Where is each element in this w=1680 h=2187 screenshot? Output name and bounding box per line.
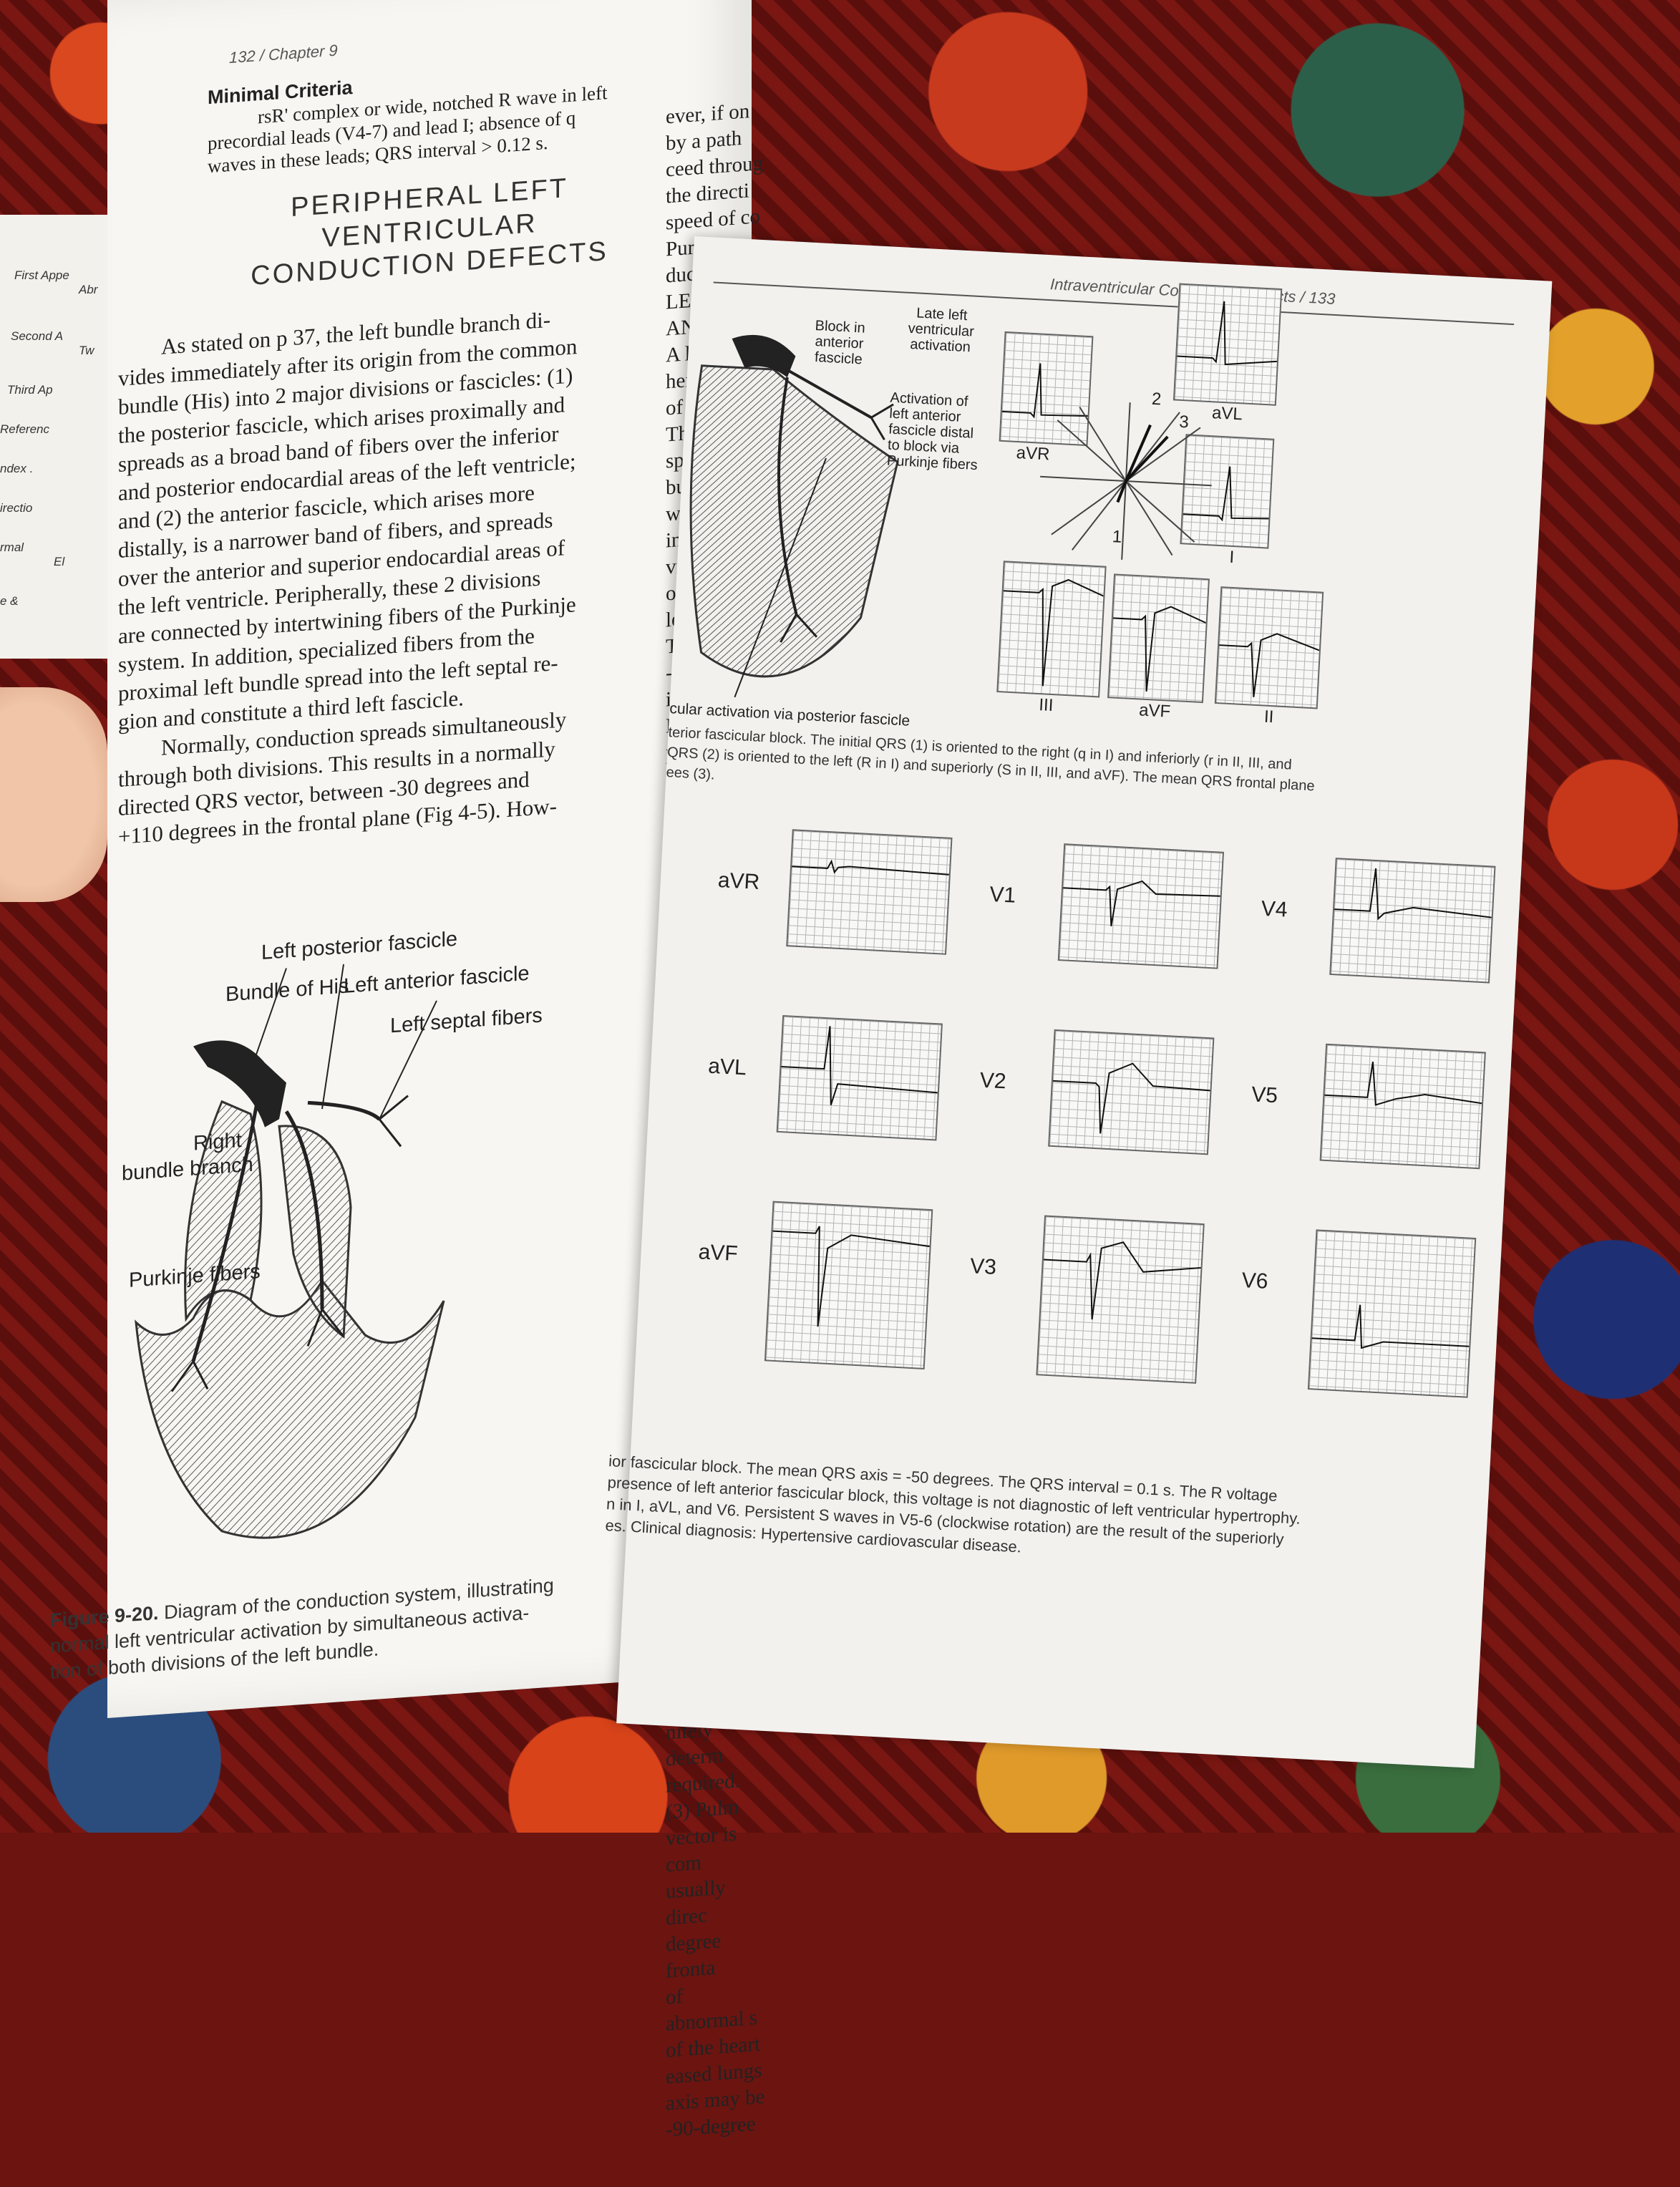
label-late-activation: Late left ventricular activation — [908, 305, 975, 356]
ecg-strip — [996, 561, 1107, 698]
right-page: Intraventricular Conduction Defects / 13… — [605, 236, 1553, 1768]
column2-fragment: vector is com — [666, 1822, 737, 1877]
label-block-anterior-fascicle: Block in anterior fascicle — [814, 318, 866, 368]
ecg-strip — [1180, 434, 1275, 549]
axis-number: 2 — [1151, 389, 1162, 409]
figure-caption-bottom: ior fascicular block. The mean QRS axis … — [605, 1450, 1453, 1581]
label-activation-purkinje: Activation of left anterior fascicle dis… — [886, 389, 979, 474]
ecg-strip — [1107, 573, 1210, 704]
column2-fragment: usually direc — [666, 1876, 726, 1930]
lead-label: V5 — [1251, 1082, 1278, 1108]
lead-label: V6 — [1240, 1269, 1269, 1294]
lead-label: aVL — [707, 1054, 747, 1080]
previous-page-edge: First Appe Abr Second A Tw Third Ap Refe… — [0, 215, 115, 659]
back-entry: e & — [0, 594, 19, 608]
lead-label: V3 — [969, 1254, 997, 1280]
ecg-strip-v5 — [1319, 1043, 1486, 1170]
label-right-bundle: Right — [193, 1128, 242, 1155]
ecg-strip — [1214, 586, 1324, 709]
axis-number: 1 — [1112, 527, 1122, 547]
back-entry: rmal — [0, 540, 24, 554]
minimal-criteria: Minimal Criteria rsR' complex or wide, n… — [208, 58, 608, 178]
lead-label: II — [1263, 707, 1275, 727]
ecg-strip-v3 — [1036, 1215, 1205, 1384]
axis-diagram — [1040, 402, 1212, 560]
ecg-strip — [999, 331, 1094, 447]
ecg-strip-v1 — [1057, 843, 1225, 969]
lead-label: V4 — [1261, 896, 1288, 922]
lead-label: aVF — [1138, 700, 1171, 722]
ecg-strip — [1172, 283, 1283, 406]
lead-label: III — [1038, 695, 1054, 716]
running-head: 132 / Chapter 9 — [229, 41, 338, 67]
back-entry: First Appe — [14, 268, 69, 282]
ecg-strip-v6 — [1307, 1229, 1477, 1398]
back-entry: ndex . — [0, 462, 34, 475]
ecg-strip-v2 — [1048, 1029, 1215, 1155]
ecg-strip-v4 — [1329, 858, 1496, 984]
lead-label: V2 — [979, 1068, 1007, 1094]
figure-caption: Figure 9-20. Diagram of the conduction s… — [50, 1569, 594, 1684]
back-entry: Second A — [11, 329, 64, 343]
conduction-system-diagram — [135, 964, 445, 1539]
lead-label: V1 — [989, 882, 1016, 908]
back-entry: Abr — [79, 283, 98, 296]
left-page: 132 / Chapter 9 Minimal Criteria rsR' co… — [50, 0, 766, 2141]
ecg-strip-avf — [764, 1201, 933, 1370]
thumb — [0, 687, 107, 902]
axis-number: 3 — [1178, 412, 1190, 432]
lead-label: aVF — [697, 1240, 739, 1266]
lead-label: I — [1228, 547, 1235, 568]
figure-caption-top: terior fascicular block. The initial QRS… — [666, 722, 1491, 825]
ecg-strip-avl — [776, 1014, 943, 1141]
back-entry: El — [54, 555, 65, 568]
body-text: As stated on p 37, the left bundle branc… — [118, 298, 662, 851]
back-entry: Referenc — [0, 422, 49, 436]
ecg-strip-avr — [786, 829, 953, 955]
back-entry: Tw — [79, 344, 94, 357]
back-entry: irectio — [0, 501, 33, 515]
back-entry: Third Ap — [7, 383, 53, 397]
column2-fragment: of abnormal s — [666, 1984, 758, 2036]
fascicular-block-diagram — [689, 334, 899, 698]
column2-fragment: degree fronta — [666, 1929, 722, 1983]
lead-label: aVR — [717, 868, 761, 894]
section-heading: PERIPHERAL LEFT VENTRICULAR CONDUCTION D… — [243, 168, 616, 293]
